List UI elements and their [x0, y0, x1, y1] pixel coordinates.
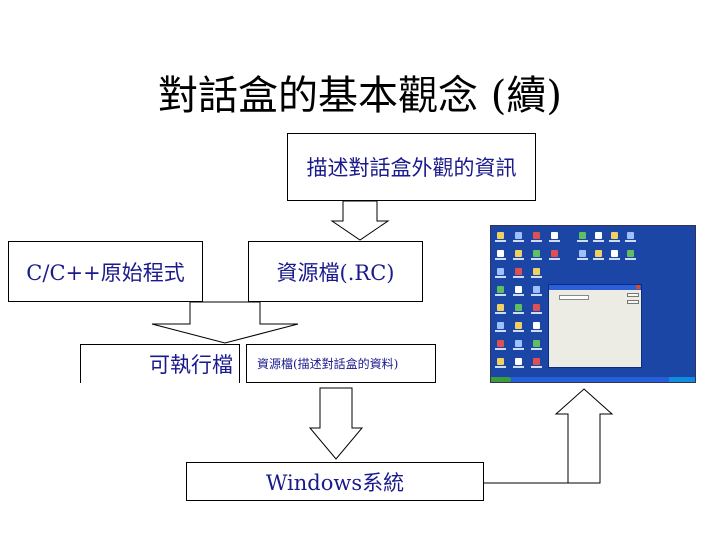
desktop-icon-label: [531, 366, 542, 368]
desktop-icon-label: [531, 312, 542, 314]
desktop-icon: [515, 250, 522, 257]
desktop-icon: [497, 232, 504, 239]
desktop-icon: [533, 268, 540, 275]
desktop-icon: [533, 286, 540, 293]
desktop-icon: [595, 232, 602, 239]
desktop-icon-label: [495, 294, 506, 296]
desktop-icon: [533, 322, 540, 329]
desktop-screenshot: [490, 225, 696, 383]
desktop-icon: [497, 322, 504, 329]
resource-file-box: 資源檔(.RC): [248, 241, 423, 302]
executable-resource-box: 資源檔(描述對話盒的資料): [246, 344, 436, 383]
arrow-exe-to-windows: [308, 387, 364, 460]
desktop-icon-label: [495, 240, 506, 242]
connector-line: [484, 482, 568, 484]
slide-title: 對話盒的基本觀念 (續): [158, 73, 562, 119]
desktop-icon-label: [593, 258, 604, 260]
desktop-icon: [515, 358, 522, 365]
desktop-icon: [497, 304, 504, 311]
desktop-icon-label: [531, 294, 542, 296]
dialog-close-icon: [636, 285, 640, 289]
desktop-icon-label: [625, 240, 636, 242]
desktop-icon-label: [495, 330, 506, 332]
desktop-icon: [533, 250, 540, 257]
desktop-icon-label: [531, 240, 542, 242]
desktop-icon: [627, 250, 634, 257]
desktop-icon: [515, 268, 522, 275]
desktop-icon: [497, 340, 504, 347]
desktop-icon: [611, 250, 618, 257]
desktop-icon-label: [513, 330, 524, 332]
arrow-windows-to-screen: [554, 388, 614, 484]
desktop-icon-label: [513, 312, 524, 314]
dialog-titlebar: [549, 285, 641, 290]
desktop-icon-label: [625, 258, 636, 260]
desktop-icon: [497, 286, 504, 293]
desktop-icon: [515, 232, 522, 239]
desktop-icon-label: [577, 258, 588, 260]
desktop-icon: [515, 286, 522, 293]
tray-area: [669, 377, 695, 382]
desktop-icon-label: [609, 240, 620, 242]
desktop-icon: [533, 232, 540, 239]
desktop-icon: [515, 340, 522, 347]
desktop-icon: [627, 232, 634, 239]
desktop-icon: [579, 250, 586, 257]
desktop-icon-label: [513, 240, 524, 242]
desktop-icon-label: [495, 348, 506, 350]
desktop-icon-label: [531, 348, 542, 350]
desktop-icon-label: [495, 258, 506, 260]
desktop-icon: [611, 232, 618, 239]
dialog-edit-field: [559, 295, 589, 300]
desktop-icon-label: [495, 276, 506, 278]
taskbar: [491, 377, 695, 382]
desktop-icon-label: [593, 240, 604, 242]
desktop-icon: [551, 232, 558, 239]
desktop-icon: [515, 304, 522, 311]
desktop-icon-label: [549, 240, 560, 242]
desktop-icon: [579, 232, 586, 239]
windows-system-box: Windows系統: [186, 462, 484, 501]
dialog-window: [548, 284, 642, 368]
start-button: [491, 377, 511, 382]
desktop-icon: [533, 358, 540, 365]
desktop-icon-label: [531, 258, 542, 260]
desktop-icon-label: [531, 276, 542, 278]
desktop-icon-label: [495, 366, 506, 368]
desktop-icon: [595, 250, 602, 257]
desktop-icon: [551, 250, 558, 257]
desktop-icon-label: [495, 312, 506, 314]
source-code-box: C/C++原始程式: [8, 241, 203, 302]
description-box: 描述對話盒外觀的資訊: [287, 133, 536, 201]
desktop-icon: [497, 268, 504, 275]
desktop-icon-label: [513, 258, 524, 260]
desktop-icon: [533, 340, 540, 347]
desktop-icon: [515, 322, 522, 329]
dialog-button: [627, 300, 639, 304]
arrow-merge-to-exe: [151, 301, 299, 344]
desktop-icon-label: [609, 258, 620, 260]
arrow-desc-to-rc: [330, 200, 390, 241]
desktop-icon: [497, 250, 504, 257]
desktop-icon-label: [577, 240, 588, 242]
desktop-icon-label: [513, 276, 524, 278]
desktop-icon-label: [549, 258, 560, 260]
desktop-icon-label: [513, 294, 524, 296]
desktop-icon: [497, 358, 504, 365]
desktop-icon: [533, 304, 540, 311]
desktop-icon-label: [513, 366, 524, 368]
executable-box: 可執行檔: [80, 344, 240, 383]
desktop-icon-label: [513, 348, 524, 350]
dialog-button: [627, 293, 639, 297]
desktop-icon-label: [531, 330, 542, 332]
